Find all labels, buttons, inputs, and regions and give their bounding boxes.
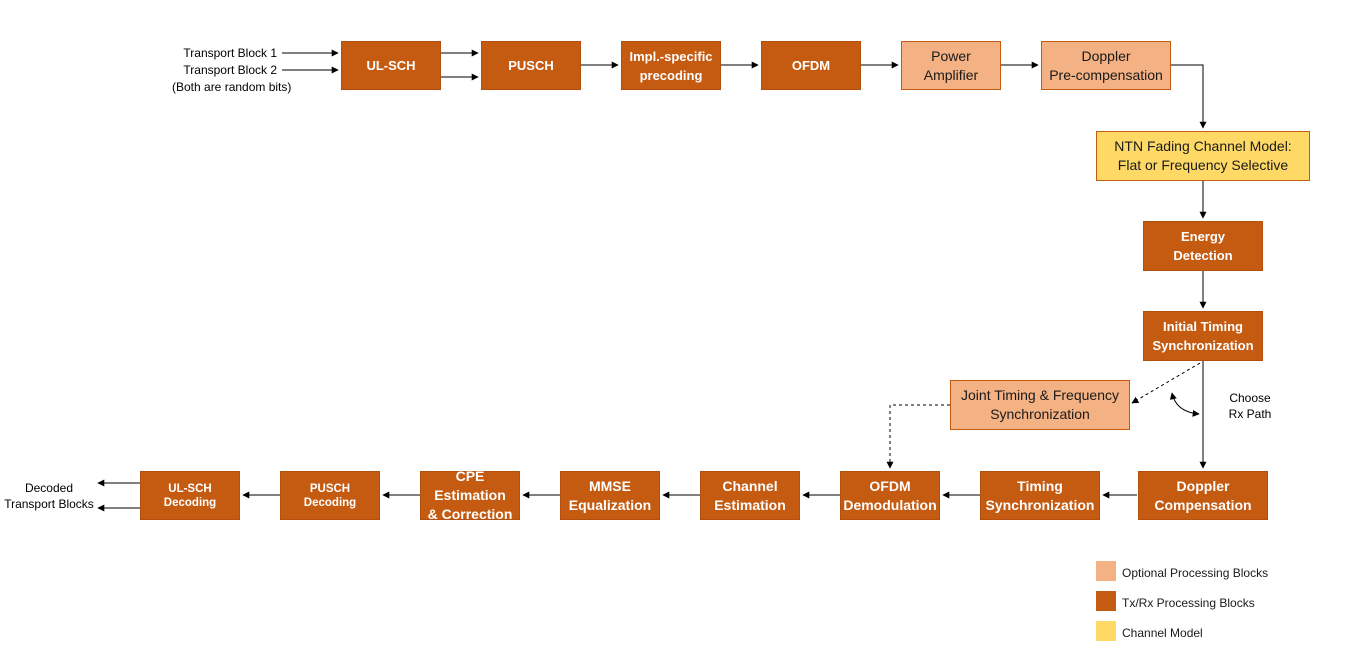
decoded-transport-blocks-label: Decoded Transport Blocks <box>4 481 94 511</box>
legend-label-optional: Optional Processing Blocks <box>1122 566 1269 580</box>
doppler-compensation-block: Doppler Compensation <box>1138 471 1268 520</box>
joint-timing-frequency-sync-block: Joint Timing & Frequency Synchronization <box>950 380 1130 430</box>
legend-label-txrx: Tx/Rx Processing Blocks <box>1122 596 1255 610</box>
ntn-channel-model-block: NTN Fading Channel Model: Flat or Freque… <box>1096 131 1310 181</box>
timing-sync-block: Timing Synchronization <box>980 471 1100 520</box>
energy-detection-block: Energy Detection <box>1143 221 1263 271</box>
ulsch-block: UL-SCH <box>341 41 441 90</box>
input-note: (Both are random bits) <box>172 80 292 94</box>
input-label-tb2: Transport Block 2 <box>183 63 277 77</box>
legend-swatch-optional <box>1096 561 1116 581</box>
channel-estimation-block: Channel Estimation <box>700 471 800 520</box>
legend-swatch-channel <box>1096 621 1116 641</box>
doppler-precompensation-block: Doppler Pre-compensation <box>1041 41 1171 90</box>
pusch-decoding-block: PUSCH Decoding <box>280 471 380 520</box>
choose-path-switch-arrow <box>1169 392 1200 417</box>
choose-rx-path-label: Choose Rx Path <box>1228 391 1272 421</box>
ofdm-demodulation-block: OFDM Demodulation <box>840 471 940 520</box>
pusch-block: PUSCH <box>481 41 581 90</box>
precoding-block: Impl.-specific precoding <box>621 41 721 90</box>
cpe-estimation-block: CPE Estimation & Correction <box>420 468 520 522</box>
arrow-doppler-pre-to-channel <box>1171 64 1207 129</box>
arrow-joint-sync-to-ofdm-demod <box>886 404 950 469</box>
legend-swatch-txrx <box>1096 591 1116 611</box>
power-amplifier-block: Power Amplifier <box>901 41 1001 90</box>
legend-label-channel: Channel Model <box>1122 626 1203 640</box>
ulsch-decoding-block: UL-SCH Decoding <box>140 471 240 520</box>
initial-timing-sync-block: Initial Timing Synchronization <box>1143 311 1263 361</box>
ofdm-block: OFDM <box>761 41 861 90</box>
arrow-initial-timing-to-joint-sync <box>1131 362 1201 404</box>
input-label-tb1: Transport Block 1 <box>183 46 277 60</box>
mmse-equalization-block: MMSE Equalization <box>560 471 660 520</box>
